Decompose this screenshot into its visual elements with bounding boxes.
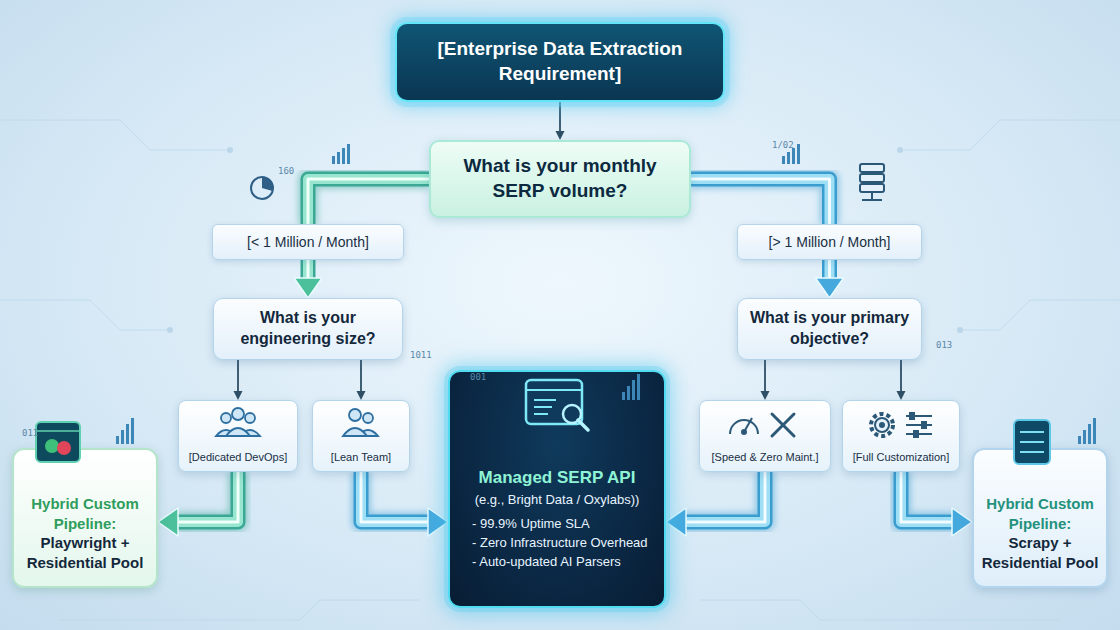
bar-icon: [332, 144, 350, 164]
arrow-head: [234, 391, 243, 400]
node-text: [Enterprise Data Extraction Requirement]: [413, 37, 707, 86]
node-text: Playwright + Residential Pool: [20, 533, 150, 572]
arrow-connector: [357, 360, 366, 400]
wrench-icon: [772, 414, 794, 436]
gear-icon: [871, 414, 893, 436]
pie-icon: [251, 177, 273, 199]
node-text: What is your monthly SERP volume?: [445, 154, 675, 203]
outcome-box: Hybrid Custom Pipeline:Scrapy + Resident…: [972, 448, 1108, 588]
option-box: [Lean Team]: [312, 400, 410, 472]
team-icon: [343, 409, 378, 436]
team-icon: [216, 408, 260, 436]
branch-label-box: [> 1 Million / Month]: [737, 224, 922, 260]
arrow-head: [158, 508, 178, 536]
node-text: Managed SERP API: [479, 468, 636, 488]
arrow-head: [294, 278, 322, 298]
node-text: Scrapy + Residential Pool: [980, 533, 1100, 572]
outcome-box: Managed SERP API (e.g., Bright Data / Oxy…: [448, 370, 666, 608]
browser-icon: [526, 380, 588, 430]
bar-icon: [116, 418, 134, 444]
decor-digits: 013: [936, 340, 952, 350]
pipe-connector: [158, 472, 238, 536]
option-box: [Speed & Zero Maint.]: [699, 400, 831, 472]
arrow-head: [357, 391, 366, 400]
pipe-connector: [361, 472, 448, 536]
bar-icon: [622, 374, 640, 400]
decision-box: What is your engineering size?: [213, 298, 403, 360]
decor-digits: 160: [278, 166, 294, 176]
arrow-head: [952, 508, 972, 536]
bar-icon: [782, 144, 800, 164]
browser-icon: [36, 422, 80, 462]
gauge-icon: [730, 418, 758, 434]
pipe-connector: [691, 179, 830, 224]
outcome-box: Hybrid Custom Pipeline:Playwright + Resi…: [12, 448, 158, 588]
node-text: [Speed & Zero Maint.]: [712, 451, 819, 463]
arrow-connector: [761, 360, 770, 400]
node-text: [Dedicated DevOps]: [189, 451, 287, 463]
node-text: What is your primary objective?: [748, 308, 911, 350]
server-icon: [1014, 420, 1050, 464]
arrow-head: [428, 508, 448, 536]
pipe-connector: [666, 472, 765, 536]
pipe-connector: [901, 472, 972, 536]
node-text: - 99.9% Uptime SLA: [458, 515, 656, 534]
node-text: Hybrid Custom Pipeline:: [980, 494, 1100, 533]
arrow-head: [666, 508, 686, 536]
node-text: Hybrid Custom Pipeline:: [20, 494, 150, 533]
server-icon: [860, 164, 884, 200]
node-text: [> 1 Million / Month]: [769, 234, 891, 250]
node-text: - Zero Infrastructure Overhead: [458, 534, 656, 553]
option-box: [Dedicated DevOps]: [178, 400, 298, 472]
node-text: (e.g., Bright Data / Oxylabs)): [475, 492, 640, 507]
pipe-connector: [308, 179, 429, 224]
branch-label-box: [< 1 Million / Month]: [212, 224, 404, 260]
arrow-connector: [897, 360, 906, 400]
pipe-connector: [294, 260, 322, 298]
node-text: [Full Customization]: [853, 451, 950, 463]
decor-digits: 011: [22, 428, 38, 438]
decor-digits: 1/02: [772, 140, 794, 150]
decision-box: What is your monthly SERP volume?: [429, 140, 691, 218]
node-text: [Lean Team]: [331, 451, 391, 463]
option-box: [Full Customization]: [842, 400, 960, 472]
pipe-connector: [816, 260, 844, 298]
decor-digits: 1011: [410, 350, 432, 360]
arrow-head: [816, 278, 844, 298]
decision-box: What is your primary objective?: [737, 298, 922, 360]
arrow-head: [761, 391, 770, 400]
arrow-connector: [234, 360, 243, 400]
arrow-connector: [556, 102, 565, 140]
arrow-head: [897, 391, 906, 400]
node-text: [< 1 Million / Month]: [247, 234, 369, 250]
arrow-head: [556, 131, 565, 140]
start-box: [Enterprise Data Extraction Requirement]: [395, 22, 725, 102]
slider-icon: [906, 413, 932, 437]
node-text: What is your engineering size?: [224, 308, 392, 350]
bar-icon: [1078, 418, 1096, 444]
node-text: - Auto-updated AI Parsers: [458, 553, 656, 572]
